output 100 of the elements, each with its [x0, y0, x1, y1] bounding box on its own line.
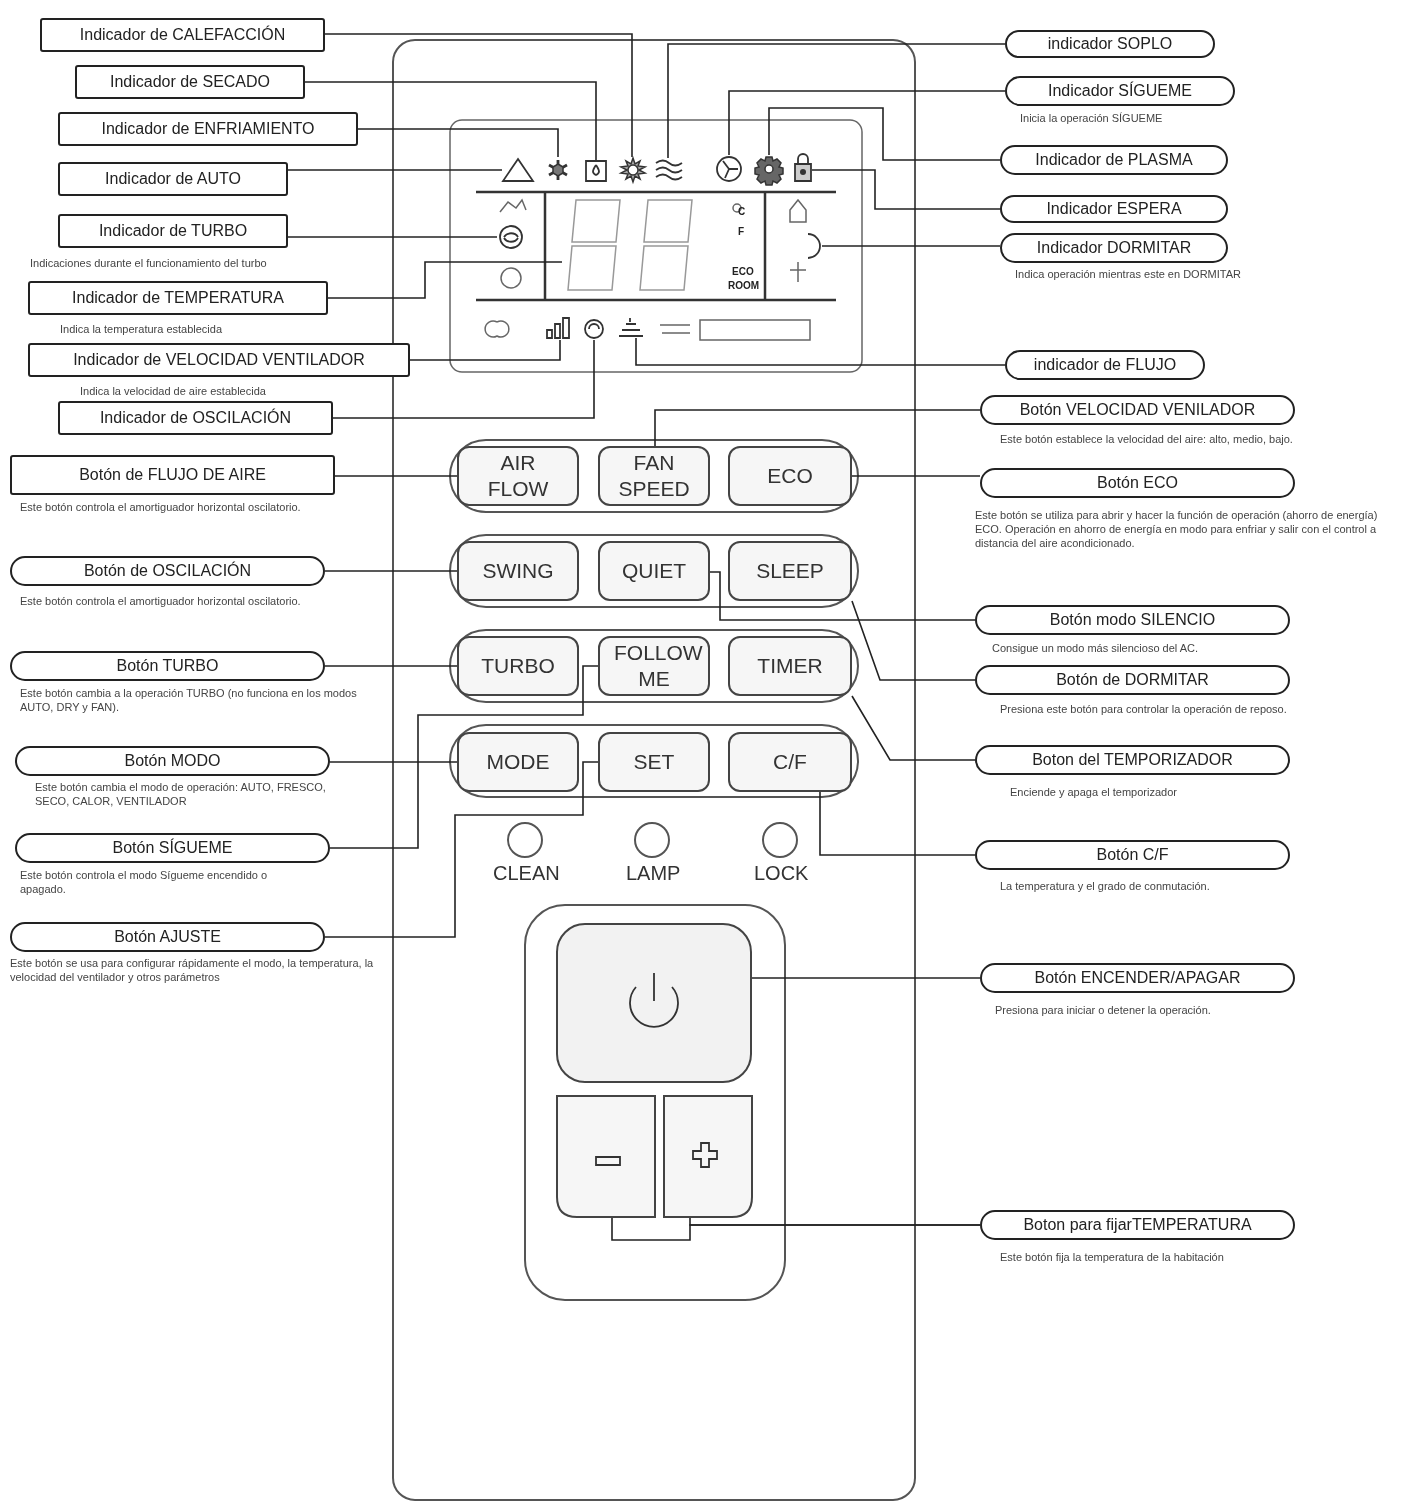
callout-box: Botón VELOCIDAD VENILADOR [980, 395, 1295, 425]
display-text: F [738, 226, 745, 237]
callout-box: indicador SOPLO [1005, 30, 1215, 58]
description-text: Inicia la operación SÍGUEME [1020, 111, 1164, 125]
display-text: ECO [732, 266, 754, 277]
remote-button: TIMER [728, 636, 852, 696]
remote-button: QUIET [598, 541, 710, 601]
leader-line [324, 33, 633, 158]
leader-line [324, 570, 458, 572]
description-text: Este botón establece la velocidad del aire: alto, medio, bajo. [1000, 432, 1294, 446]
leader-line [357, 128, 559, 158]
remote-button: FOLLOW ME [598, 636, 710, 696]
callout-box: Indicador de ENFRIAMIENTO [58, 112, 358, 146]
leader-line [409, 339, 561, 361]
description-text: Este botón controla el amortiguador horizontal oscilatorio. [20, 500, 302, 514]
description-text: Este botón cambia el modo de operación: AUTO, FRESCO, SECO, CALOR, VENTILADOR [35, 780, 327, 808]
display-text: ROOM [728, 280, 760, 291]
callout-box: Botón MODO [15, 746, 330, 776]
callout-box: Indicador de TEMPERATURA [28, 281, 328, 315]
button-label: LOCK [754, 862, 809, 885]
minus-button [556, 1095, 656, 1218]
sun-icon [620, 157, 646, 183]
remote-button: C/F [728, 732, 852, 792]
callout-box: indicador de FLUJO [1005, 350, 1205, 380]
description-text: Indica la temperatura establecida [60, 322, 224, 336]
callout-box: Botón modo SILENCIO [975, 605, 1290, 635]
callout-box: Boton para fijarTEMPERATURA [980, 1210, 1295, 1240]
callout-box: Botón de OSCILACIÓN [10, 556, 325, 586]
leader-line [689, 1217, 981, 1226]
leader-line [851, 475, 981, 477]
circle-icon [497, 224, 525, 250]
remote-button: SET [598, 732, 710, 792]
leader-line [811, 169, 1001, 210]
display-text: C [738, 206, 746, 217]
callout-box: Indicador de OSCILACIÓN [58, 401, 333, 435]
callout-box: Indicador SÍGUEME [1005, 76, 1235, 106]
leader-line [304, 81, 597, 161]
description-text: Este botón se usa para configurar rápidamente el modo, la temperatura, la velocidad del ventilador y otros parámetros [10, 956, 375, 984]
callout-box: Botón de FLUJO DE AIRE [10, 455, 335, 495]
leader-line [332, 339, 595, 419]
callout-box: Indicador de SECADO [75, 65, 305, 99]
fan-icon [715, 155, 743, 183]
callout-box: Botón ENCENDER/APAGAR [980, 963, 1295, 993]
plus-button [663, 1095, 753, 1218]
description-text: La temperatura y el grado de conmutación. [1000, 879, 1211, 893]
button-label: LAMP [626, 862, 681, 885]
callout-box: Boton del TEMPORIZADOR [975, 745, 1290, 775]
swirl-icon [583, 318, 605, 340]
leader-line [329, 665, 599, 849]
description-text: Enciende y apaga el temporizador [1010, 785, 1178, 799]
description-text: Presiona este botón para controlar la operación de reposo. [1000, 702, 1288, 716]
leader-line [667, 43, 1006, 159]
callout-box: Botón SÍGUEME [15, 833, 330, 863]
callout-box: Botón ECO [980, 468, 1295, 498]
leader-line [709, 571, 976, 621]
button-label: CLEAN [493, 862, 560, 885]
lock-icon [794, 152, 812, 182]
power-button [556, 923, 752, 1083]
remote-button: FAN SPEED [598, 446, 710, 506]
wavy-lines-icon [655, 158, 683, 182]
vent-icon [618, 318, 644, 338]
callout-box: Indicador de CALEFACCIÓN [40, 18, 325, 52]
remote-button: SWING [457, 541, 579, 601]
drop-icon [585, 160, 607, 182]
remote-button: MODE [457, 732, 579, 792]
callout-box: Indicador de VELOCIDAD VENTILADOR [28, 343, 410, 377]
leader-line [768, 107, 1001, 161]
description-text: Este botón fija la temperatura de la habitación [1000, 1250, 1225, 1264]
leader-line [851, 600, 976, 681]
remote-button: SLEEP [728, 541, 852, 601]
leader-line [324, 761, 599, 938]
leader-line [287, 169, 503, 171]
description-text: Este botón controla el modo Sígueme encendido o apagado. [20, 868, 269, 896]
description-text: Presiona para iniciar o detener la operación. [995, 1003, 1212, 1017]
callout-box: Indicador de AUTO [58, 162, 288, 196]
callout-box: Botón TURBO [10, 651, 325, 681]
remote-button: TURBO [457, 636, 579, 696]
leader-line [327, 261, 563, 299]
callout-box: Botón de DORMITAR [975, 665, 1290, 695]
description-text: Consigue un modo más silencioso del AC. [992, 641, 1200, 655]
leader-line [821, 245, 1001, 247]
leader-line [635, 337, 1006, 366]
leader-line [654, 409, 981, 447]
leader-line [334, 475, 458, 477]
leader-line [329, 761, 458, 763]
leader-line [728, 90, 1006, 156]
leader-line [324, 665, 458, 667]
callout-box: Indicador DORMITAR [1000, 233, 1228, 263]
gear-icon [755, 155, 783, 183]
remote-button: AIR FLOW [457, 446, 579, 506]
callout-box: Indicador ESPERA [1000, 195, 1228, 223]
description-text: Este botón controla el amortiguador horizontal oscilatorio. [20, 594, 302, 608]
remote-button: ECO [728, 446, 852, 506]
callout-box: Botón C/F [975, 840, 1290, 870]
description-text: Indica la velocidad de aire establecida [80, 384, 267, 398]
description-text: Indica operación mientras este en DORMITAR [1015, 267, 1242, 281]
leader-line [287, 236, 498, 238]
description-text: Este botón se utiliza para abrir y hacer la función de operación (ahorro de energía) ECO. Operación en ahorro de energía en modo para enfriar y salir con el control a distancia del aire acondicionado. [975, 508, 1379, 550]
leader-line [851, 695, 976, 761]
callout-box: Botón AJUSTE [10, 922, 325, 952]
